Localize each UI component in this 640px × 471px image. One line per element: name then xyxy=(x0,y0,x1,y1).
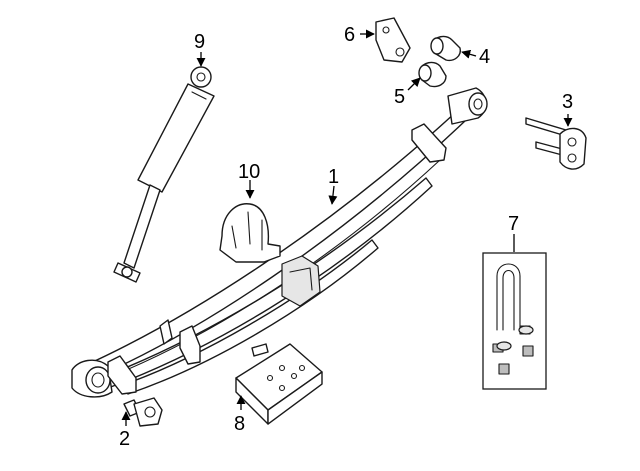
shackle-bracket xyxy=(375,17,411,63)
callout-3: 3 xyxy=(562,91,573,113)
callout-7: 7 xyxy=(508,213,519,235)
bushing-lower xyxy=(418,61,447,88)
callout-2: 2 xyxy=(119,428,130,450)
shock-absorber xyxy=(113,66,215,283)
callout-10: 10 xyxy=(238,161,260,183)
callout-9: 9 xyxy=(194,31,205,53)
shackle xyxy=(525,117,587,170)
leader-lines xyxy=(121,29,573,426)
callout-6: 6 xyxy=(344,24,355,46)
u-bolt-kit xyxy=(482,252,547,390)
callout-8: 8 xyxy=(234,413,245,435)
callout-4: 4 xyxy=(479,46,490,68)
callout-1: 1 xyxy=(328,166,339,188)
bushing-upper xyxy=(430,35,461,62)
spring-plate xyxy=(235,343,323,425)
callout-5: 5 xyxy=(394,86,405,108)
front-bolt xyxy=(123,397,163,427)
leaf-spring xyxy=(71,87,488,398)
bump-stop xyxy=(219,203,281,263)
